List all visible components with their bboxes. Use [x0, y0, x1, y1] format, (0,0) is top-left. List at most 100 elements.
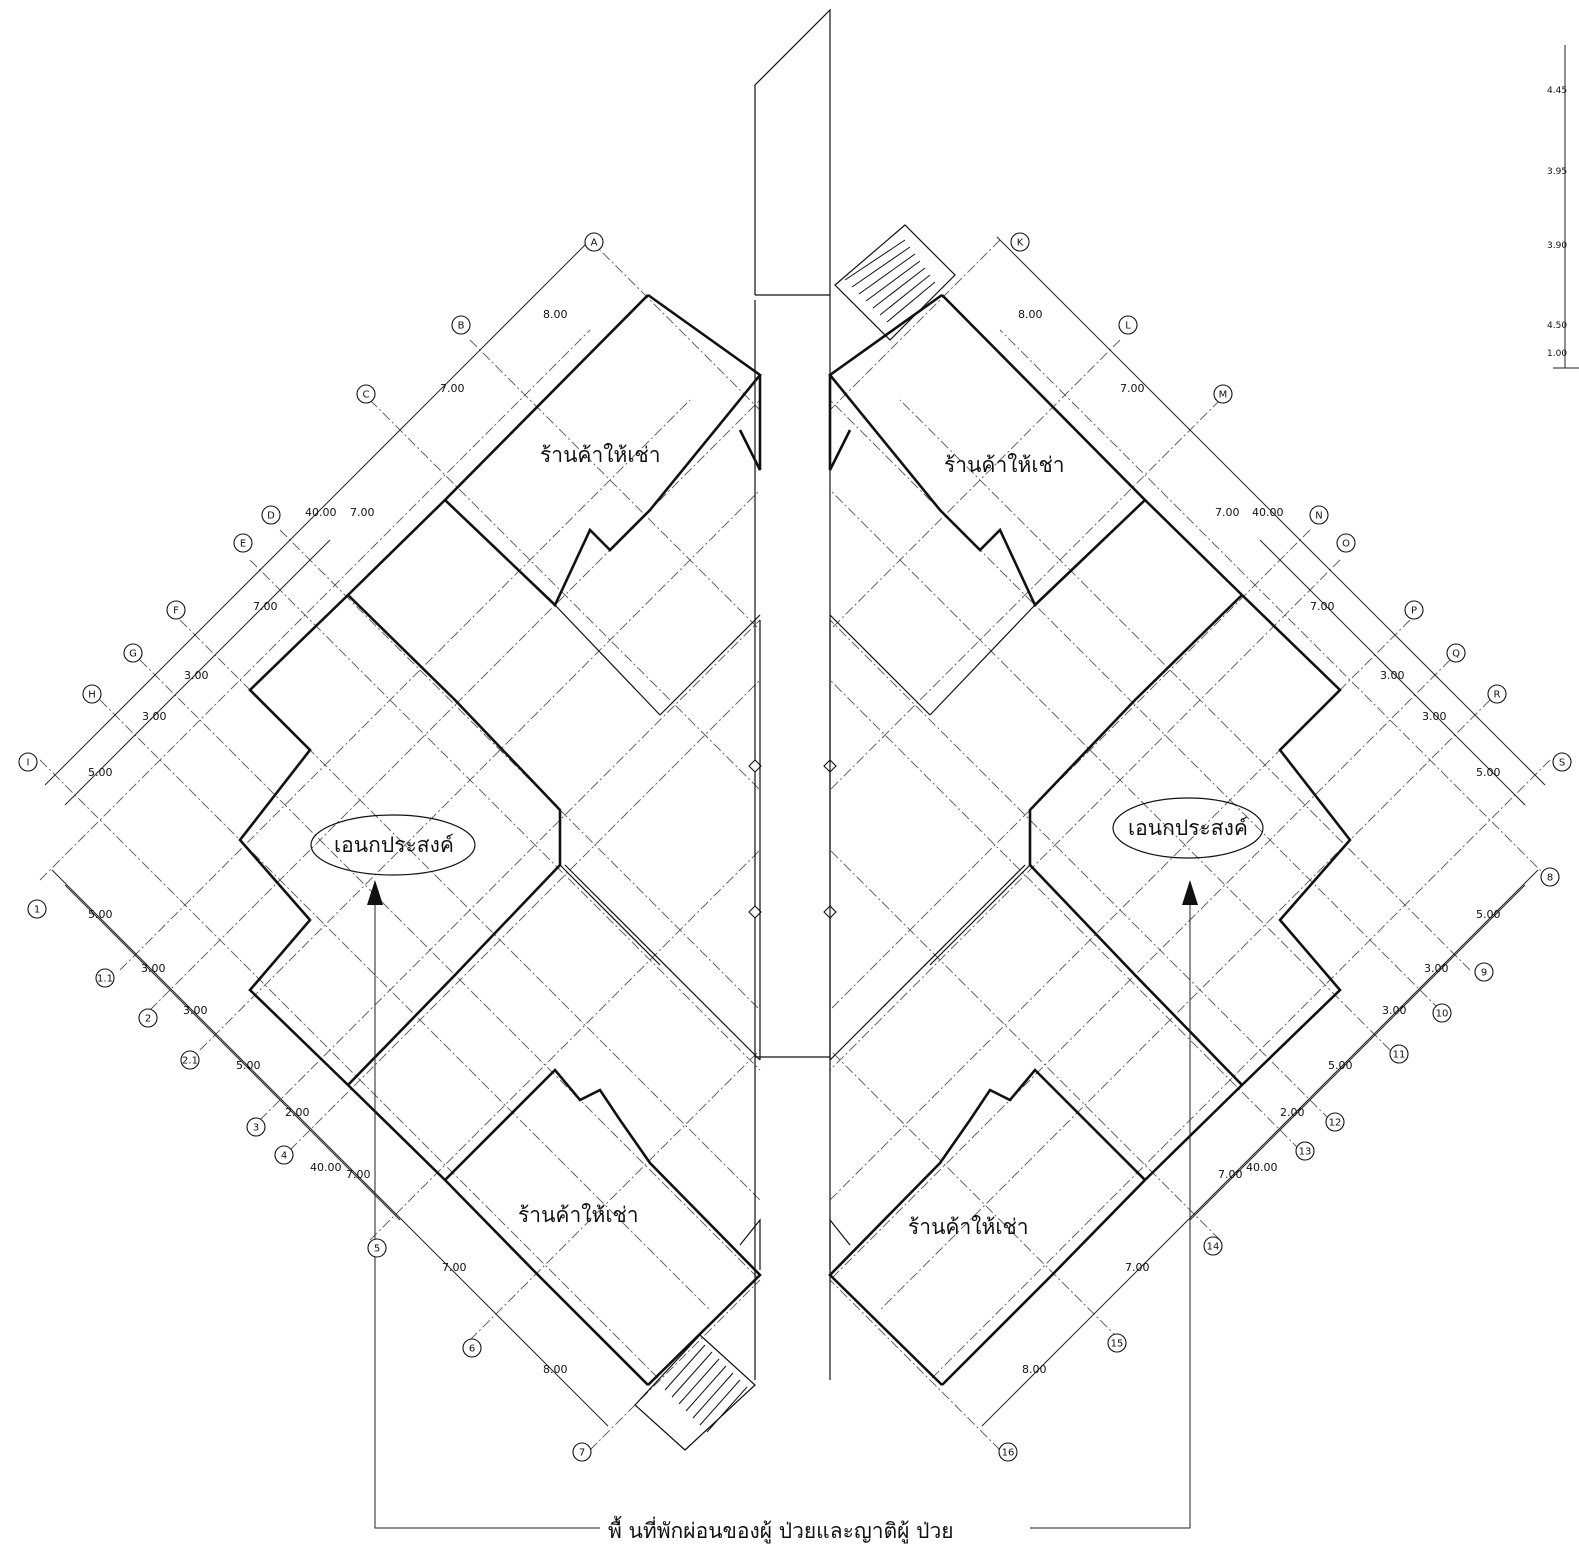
- grid-bubble: M: [1213, 384, 1233, 404]
- grid-bubble: L: [1118, 315, 1138, 335]
- grid-bubble: 8: [1540, 867, 1560, 887]
- dimension-label: 3.00: [142, 710, 167, 723]
- right-grid-lines: [829, 239, 1551, 1451]
- grid-bubble: 12: [1325, 1112, 1345, 1132]
- grid-bubble-label: 11: [1393, 1050, 1406, 1061]
- dimension-lines: [44, 236, 1546, 1427]
- grid-bubble-circle: [1107, 1333, 1127, 1353]
- grid-bubble: 11: [1389, 1044, 1409, 1064]
- grid-bubble-label: 1: [34, 905, 40, 916]
- grid-bubble-label: S: [1559, 758, 1565, 769]
- grid-bubble-label: L: [1125, 321, 1131, 332]
- grid-bubble-label: 15: [1111, 1339, 1124, 1350]
- dimension-label: 3.00: [184, 669, 209, 682]
- note-leaders: [367, 880, 1198, 1529]
- room-label-rental: ร้านค้าให้เช่า: [944, 453, 1065, 477]
- dimension-texts: 8.00 7.00 7.00 7.00 3.00 3.00 5.00 5.00 3.00 3.00…: [88, 308, 1501, 1376]
- grid-bubble-label: O: [1342, 539, 1350, 550]
- grid-bubble-circle: [1446, 643, 1466, 663]
- grid-bubble-label: 7: [579, 1448, 585, 1459]
- grid-bubble: E: [233, 533, 253, 553]
- grid-bubble-circle: [1325, 1112, 1345, 1132]
- grid-bubble: A: [584, 232, 604, 252]
- grid-bubble: N: [1309, 505, 1329, 525]
- room-label-multipurpose: เอนกประสงค์: [1128, 816, 1248, 840]
- grid-bubble-circle: [166, 600, 186, 620]
- grid-bubble: 1: [27, 899, 47, 919]
- grid-bubble-circle: [233, 533, 253, 553]
- grid-bubble-circle: [451, 315, 471, 335]
- grid-bubble: 14: [1203, 1236, 1223, 1256]
- room-labels: ร้านค้าให้เช่า ร้านค้าให้เช่า ร้านค้าให้…: [310, 443, 1264, 1544]
- grid-bubble-circle: [274, 1145, 294, 1165]
- grid-bubble: F: [166, 600, 186, 620]
- grid-bubble-circle: [1404, 600, 1424, 620]
- edge-dim-text: 3.95: [1547, 167, 1567, 177]
- grid-bubble-label: 2: [145, 1014, 151, 1025]
- grid-bubble-label: G: [129, 649, 137, 660]
- grid-bubble-circle: [584, 232, 604, 252]
- grid-bubble-circle: [1010, 232, 1030, 252]
- dimension-label: 5.00: [88, 766, 113, 779]
- grid-bubble-circle: [180, 1050, 200, 1070]
- dimension-label: 7.00: [350, 506, 375, 519]
- dimension-label: 8.00: [543, 1363, 568, 1376]
- dimension-label: 5.00: [1476, 908, 1501, 921]
- grid-bubble: C: [356, 384, 376, 404]
- grid-bubble-circle: [367, 1238, 387, 1258]
- grid-bubble-circle: [572, 1442, 592, 1462]
- dimension-label: 8.00: [1018, 308, 1043, 321]
- grid-bubble: 3: [246, 1117, 266, 1137]
- grid-bubble-label: B: [458, 321, 465, 332]
- grid-bubble: O: [1336, 533, 1356, 553]
- grid-bubble-label: 13: [1299, 1147, 1312, 1158]
- grid-bubble-label: 14: [1207, 1242, 1220, 1253]
- grid-bubble-circle: [462, 1338, 482, 1358]
- dimension-total-label: 40.00: [1246, 1161, 1278, 1174]
- grid-bubble: 10: [1432, 1003, 1452, 1023]
- grid-bubble-label: A: [591, 238, 598, 249]
- grid-bubble-label: 9: [1481, 968, 1487, 979]
- grid-bubble: 7: [572, 1442, 592, 1462]
- dimension-label: 8.00: [1022, 1363, 1047, 1376]
- grid-bubble-label: 3: [253, 1123, 259, 1134]
- grid-bubble-label: 2.1: [182, 1056, 198, 1067]
- dimension-label: 7.00: [1310, 600, 1335, 613]
- grid-bubble-label: D: [267, 511, 275, 522]
- staircase-bottom: [634, 1334, 756, 1451]
- column-marker: [748, 759, 762, 773]
- grid-bubble-label: 8: [1547, 873, 1553, 884]
- dimension-label: 5.00: [236, 1059, 261, 1072]
- left-grid-lines: [39, 239, 761, 1451]
- grid-bubble: 4: [274, 1145, 294, 1165]
- grid-bubble: P: [1404, 600, 1424, 620]
- room-label-rental: ร้านค้าให้เช่า: [518, 1203, 639, 1227]
- room-label-rental: ร้านค้าให้เช่า: [540, 443, 661, 467]
- arrow-up-icon: [1182, 880, 1198, 905]
- dimension-label: 3.00: [1422, 710, 1447, 723]
- grid-bubble-circle: [1336, 533, 1356, 553]
- grid-bubble-label: 12: [1329, 1118, 1342, 1129]
- dimension-label: 3.00: [183, 1004, 208, 1017]
- dimension-label: 3.00: [1424, 962, 1449, 975]
- grid-bubble-circle: [82, 684, 102, 704]
- grid-bubble: S: [1552, 752, 1572, 772]
- grid-bubble-label: 16: [1002, 1448, 1015, 1459]
- grid-bubble-circle: [123, 643, 143, 663]
- grid-bubble-label: 1.1: [97, 974, 113, 985]
- grid-bubble-label: C: [363, 390, 370, 401]
- room-label-multipurpose: เอนกประสงค์: [334, 833, 454, 857]
- dimension-label: 7.00: [440, 382, 465, 395]
- dimension-total-label: 40.00: [305, 506, 337, 519]
- grid-bubble-label: H: [88, 690, 96, 701]
- grid-bubble-label: 10: [1436, 1009, 1449, 1020]
- dimension-label: 3.00: [1382, 1004, 1407, 1017]
- grid-bubble-circle: [1487, 684, 1507, 704]
- grid-bubble-label: K: [1017, 238, 1024, 249]
- grid-bubble: I: [18, 752, 38, 772]
- grid-bubble-label: 6: [469, 1344, 475, 1355]
- grid-bubble: 6: [462, 1338, 482, 1358]
- grid-bubble-label: P: [1411, 606, 1417, 617]
- dimension-label: 5.00: [88, 908, 113, 921]
